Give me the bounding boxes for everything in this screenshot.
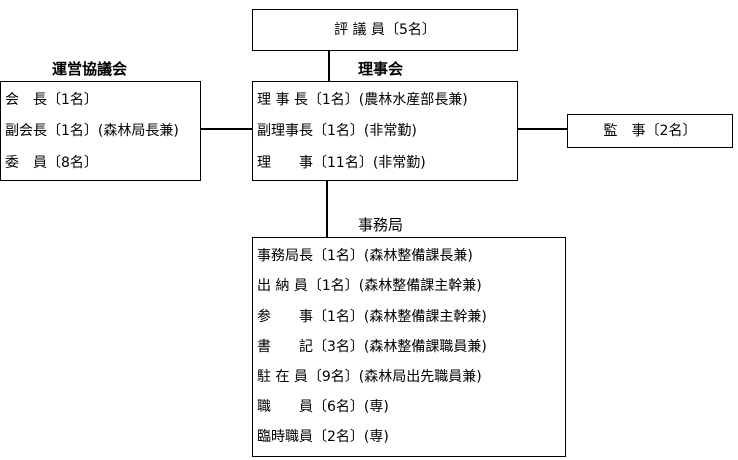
board-row-directors: 理 事〔11名〕(非常勤) bbox=[257, 155, 426, 171]
council-box: 評 議 員〔5名〕 bbox=[252, 9, 518, 51]
secretariat-box: 事務局長〔1名〕(森林整備課長兼) 出 納 員〔1名〕(森林整備課主幹兼) 参 … bbox=[252, 237, 566, 457]
council-board-connector bbox=[328, 51, 330, 82]
secretariat-row-temporary-staff: 臨時職員〔2名〕(専) bbox=[257, 429, 389, 445]
steering-committee-title: 運営協議会 bbox=[52, 60, 128, 78]
secretariat-row-counselor: 参 事〔1名〕(森林整備課主幹兼) bbox=[257, 309, 487, 325]
steering-row-chair: 会 長〔1名〕 bbox=[5, 92, 98, 108]
steering-row-members: 委 員〔8名〕 bbox=[5, 155, 98, 171]
secretariat-row-staff: 職 員〔6名〕(専) bbox=[257, 399, 389, 415]
board-title: 理事会 bbox=[358, 60, 404, 78]
auditor-label: 監 事〔2名〕 bbox=[603, 123, 697, 139]
steering-committee-box: 会 長〔1名〕 副会長〔1名〕(森林局長兼) 委 員〔8名〕 bbox=[0, 81, 201, 181]
board-secretariat-connector bbox=[326, 181, 328, 238]
secretariat-row-clerk: 書 記〔3名〕(森林整備課職員兼) bbox=[257, 339, 487, 355]
steering-row-vice-chair: 副会長〔1名〕(森林局長兼) bbox=[5, 123, 179, 139]
auditor-box: 監 事〔2名〕 bbox=[567, 114, 733, 148]
secretariat-row-resident-staff: 駐 在 員〔9名〕(森林局出先職員兼) bbox=[257, 369, 482, 385]
board-row-vice-chairman: 副理事長〔1名〕(非常勤) bbox=[257, 123, 417, 139]
secretariat-row-treasurer: 出 納 員〔1名〕(森林整備課主幹兼) bbox=[257, 278, 482, 294]
secretariat-title: 事務局 bbox=[358, 216, 404, 234]
board-auditor-connector bbox=[518, 128, 568, 130]
steering-board-connector bbox=[201, 128, 253, 130]
board-row-chairman: 理 事 長〔1名〕(農林水産部長兼) bbox=[257, 92, 468, 108]
board-box: 理 事 長〔1名〕(農林水産部長兼) 副理事長〔1名〕(非常勤) 理 事〔11名… bbox=[252, 81, 518, 181]
council-label: 評 議 員〔5名〕 bbox=[334, 22, 436, 38]
secretariat-row-director: 事務局長〔1名〕(森林整備課長兼) bbox=[257, 248, 473, 264]
